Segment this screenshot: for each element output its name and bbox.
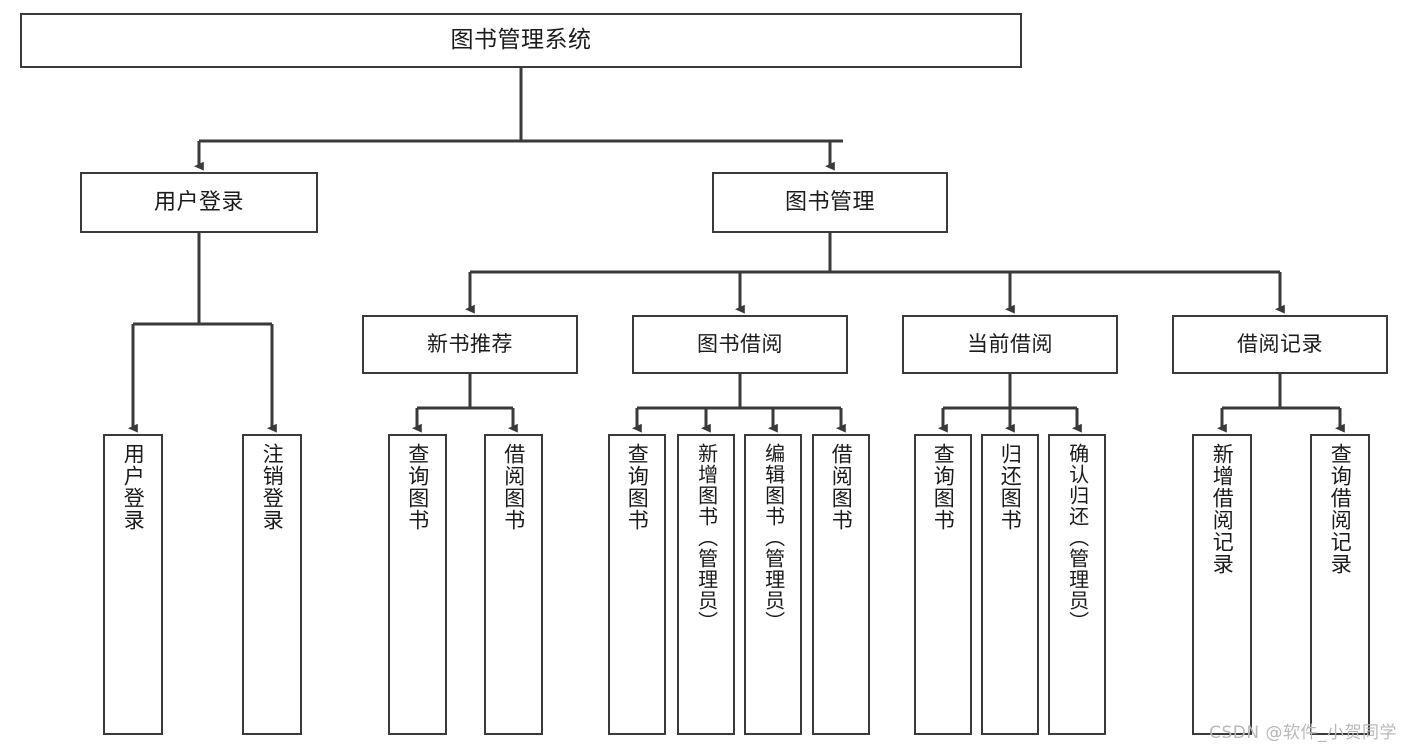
node-new-book-recommend[interactable]: 新书推荐 <box>362 315 578 374</box>
node-label: 查询图书 <box>405 443 430 531</box>
node-label: 归还图书 <box>998 443 1023 531</box>
node-label: 当前借阅 <box>967 332 1053 357</box>
node-label: 图书管理 <box>784 189 875 215</box>
node-label: 查询图书 <box>931 443 956 531</box>
node-label: 注销登录 <box>260 443 285 531</box>
node-label: 新书推荐 <box>427 332 513 357</box>
node-label: 借阅记录 <box>1237 332 1323 357</box>
node-label: 图书管理系统 <box>450 26 592 53</box>
node-book-borrow[interactable]: 图书借阅 <box>632 315 848 374</box>
leaf-query-borrow-record[interactable]: 查询借阅记录 <box>1310 434 1370 735</box>
leaf-add-book-admin[interactable]: 新增图书（管理员） <box>677 434 735 735</box>
node-user-login[interactable]: 用户登录 <box>80 172 318 233</box>
leaf-return-book[interactable]: 归还图书 <box>981 434 1039 735</box>
leaf-logout[interactable]: 注销登录 <box>242 434 302 735</box>
node-label: 查询借阅记录 <box>1328 443 1353 575</box>
leaf-query-book-borrow[interactable]: 查询图书 <box>608 434 666 735</box>
leaf-borrow-book[interactable]: 借阅图书 <box>812 434 870 735</box>
leaf-query-book-recommend[interactable]: 查询图书 <box>388 434 447 735</box>
node-label: 用户登录 <box>121 443 146 531</box>
leaf-add-borrow-record[interactable]: 新增借阅记录 <box>1192 434 1252 735</box>
node-label: 查询图书 <box>625 443 650 531</box>
leaf-edit-book-admin[interactable]: 编辑图书（管理员） <box>744 434 802 735</box>
node-borrow-record[interactable]: 借阅记录 <box>1172 315 1388 374</box>
leaf-user-login[interactable]: 用户登录 <box>103 434 163 735</box>
node-label: 编辑图书（管理员） <box>761 443 786 632</box>
node-current-borrow[interactable]: 当前借阅 <box>902 315 1118 374</box>
node-label: 图书借阅 <box>697 332 783 357</box>
node-book-management[interactable]: 图书管理 <box>712 172 948 233</box>
node-label: 借阅图书 <box>501 443 526 531</box>
leaf-borrow-book-recommend[interactable]: 借阅图书 <box>484 434 543 735</box>
node-label: 新增图书（管理员） <box>694 443 719 632</box>
node-label: 确认归还（管理员） <box>1065 443 1090 632</box>
node-label: 用户登录 <box>153 189 244 215</box>
node-label: 新增借阅记录 <box>1210 443 1235 575</box>
node-book-management-system[interactable]: 图书管理系统 <box>20 13 1022 68</box>
leaf-confirm-return-admin[interactable]: 确认归还（管理员） <box>1048 434 1106 735</box>
watermark: CSDN @软件_小贺同学 <box>1209 723 1397 743</box>
node-label: 借阅图书 <box>829 443 854 531</box>
leaf-query-book-current[interactable]: 查询图书 <box>914 434 972 735</box>
